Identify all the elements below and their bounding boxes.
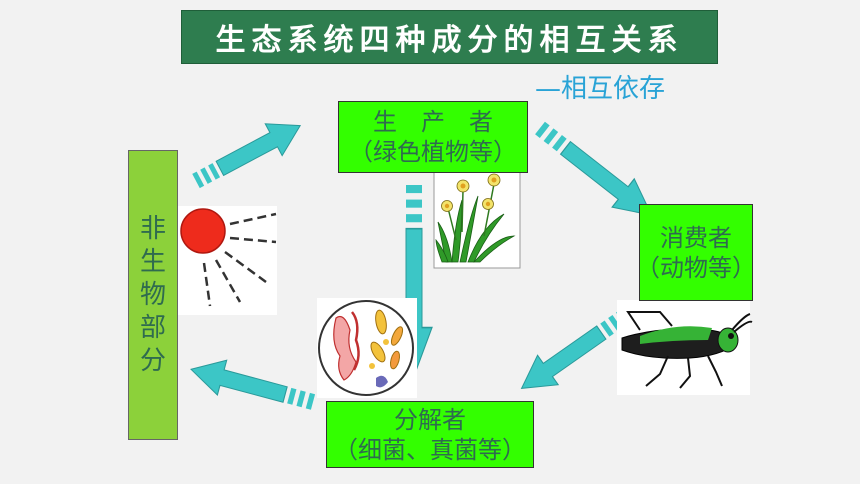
arrow-sun-to-producer (187, 109, 310, 198)
consumer-label: 消费者 (660, 223, 732, 252)
abiotic-box: 非 生 物 部 分 (128, 150, 178, 440)
title-banner: 生态系统四种成分的相互关系 (181, 10, 718, 64)
page-title: 生态系统四种成分的相互关系 (215, 23, 684, 58)
abiotic-char: 非 (139, 213, 166, 244)
producer-box: 生 产 者 （绿色植物等） (338, 101, 528, 173)
abiotic-char: 部 (139, 312, 166, 343)
decomposer-label: 分解者 (394, 405, 466, 434)
arrow-decomposer-to-abiotic (185, 351, 319, 420)
producer-label: 生 产 者 (373, 108, 493, 136)
abiotic-char: 物 (139, 279, 166, 310)
arrow-consumer-to-decomposer (510, 300, 636, 404)
decomposer-examples: （细菌、真菌等） (334, 435, 526, 464)
subtitle: —相互依存 (535, 74, 666, 104)
bacteria-icon (317, 298, 417, 398)
decomposer-box: 分解者 （细菌、真菌等） (326, 401, 534, 468)
consumer-box: 消费者 （动物等） (636, 204, 756, 301)
sun-icon (175, 206, 277, 315)
abiotic-char: 分 (139, 345, 166, 376)
abiotic-char: 生 (139, 246, 166, 277)
grasshopper-icon (617, 300, 753, 395)
daffodil-plant-icon (433, 169, 521, 269)
consumer-examples: （动物等） (636, 253, 756, 282)
producer-examples: （绿色植物等） (349, 138, 517, 166)
